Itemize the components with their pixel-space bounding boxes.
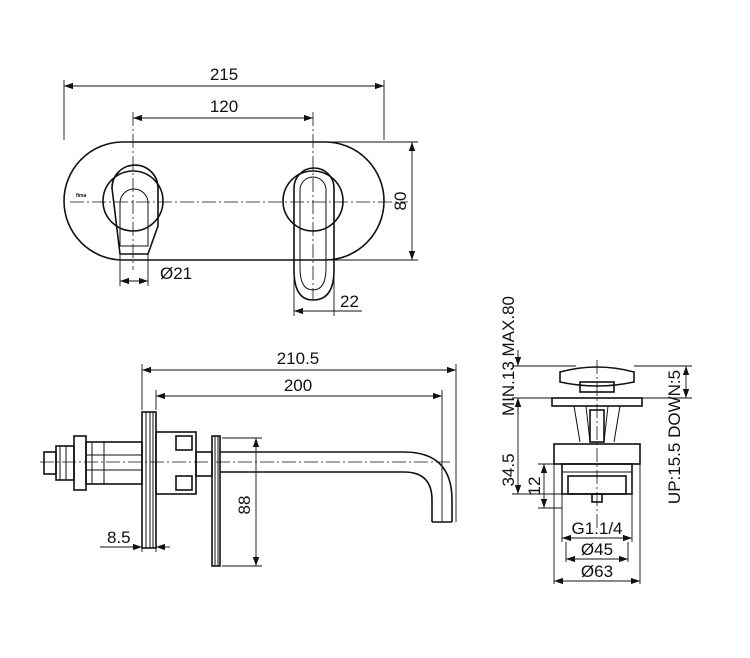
svg-text:88: 88	[235, 496, 254, 515]
dim-spout-length: 200	[155, 376, 443, 522]
waste-valve: MIN.13 MAX.80 34.5 12 UP:15.5 DOWN:5	[499, 296, 692, 585]
inlet-connector	[43, 435, 143, 491]
svg-text:Ø63: Ø63	[581, 562, 613, 581]
svg-text:UP:15.5 DOWN:5: UP:15.5 DOWN:5	[665, 370, 684, 504]
dim-plate-height: 80	[312, 141, 418, 261]
lever-front	[282, 167, 344, 301]
dim-lever-width: 22	[293, 272, 362, 316]
svg-text:22: 22	[340, 292, 359, 311]
dim-plate-width: 215	[63, 65, 385, 140]
valve-stem	[573, 405, 621, 443]
wall-plate	[63, 141, 385, 261]
dim-spout-diameter: Ø21	[119, 254, 192, 286]
dim-flange-offset: 8.5	[100, 528, 170, 552]
valve-body	[553, 443, 641, 503]
svg-text:34.5: 34.5	[499, 453, 518, 486]
side-view: 210.5 200 88 8.5	[40, 349, 457, 567]
spout-side	[220, 451, 453, 523]
svg-text:210.5: 210.5	[277, 349, 320, 368]
dim-thread-height: 12	[525, 463, 562, 509]
brand-logo: fima	[76, 193, 87, 199]
wall-flange	[141, 411, 157, 549]
dim-center-distance: 120	[133, 97, 313, 122]
valve-cap	[551, 366, 643, 407]
svg-text:120: 120	[210, 97, 238, 116]
spout-front	[102, 164, 164, 255]
svg-text:215: 215	[210, 65, 238, 84]
dim-total-length: 210.5	[141, 349, 457, 522]
svg-text:12: 12	[525, 477, 544, 496]
svg-text:8.5: 8.5	[107, 528, 131, 547]
dim-up-down: UP:15.5 DOWN:5	[634, 365, 692, 504]
cover-plate	[211, 435, 221, 567]
svg-text:80: 80	[391, 192, 410, 211]
svg-text:200: 200	[284, 376, 312, 395]
svg-text:MIN.13 MAX.80: MIN.13 MAX.80	[499, 296, 518, 416]
svg-text:G1.1/4: G1.1/4	[571, 519, 622, 538]
svg-text:Ø45: Ø45	[581, 540, 613, 559]
dim-cover-height: 88	[222, 437, 262, 567]
dim-outer-diameter: Ø63	[553, 464, 641, 585]
mixer-body	[155, 431, 213, 495]
front-view: fima 215 120 80 Ø21	[63, 65, 418, 316]
dim-thread: G1.1/4	[561, 494, 633, 542]
dim-inner-diameter: Ø45	[565, 540, 629, 563]
svg-text:Ø21: Ø21	[160, 264, 192, 283]
